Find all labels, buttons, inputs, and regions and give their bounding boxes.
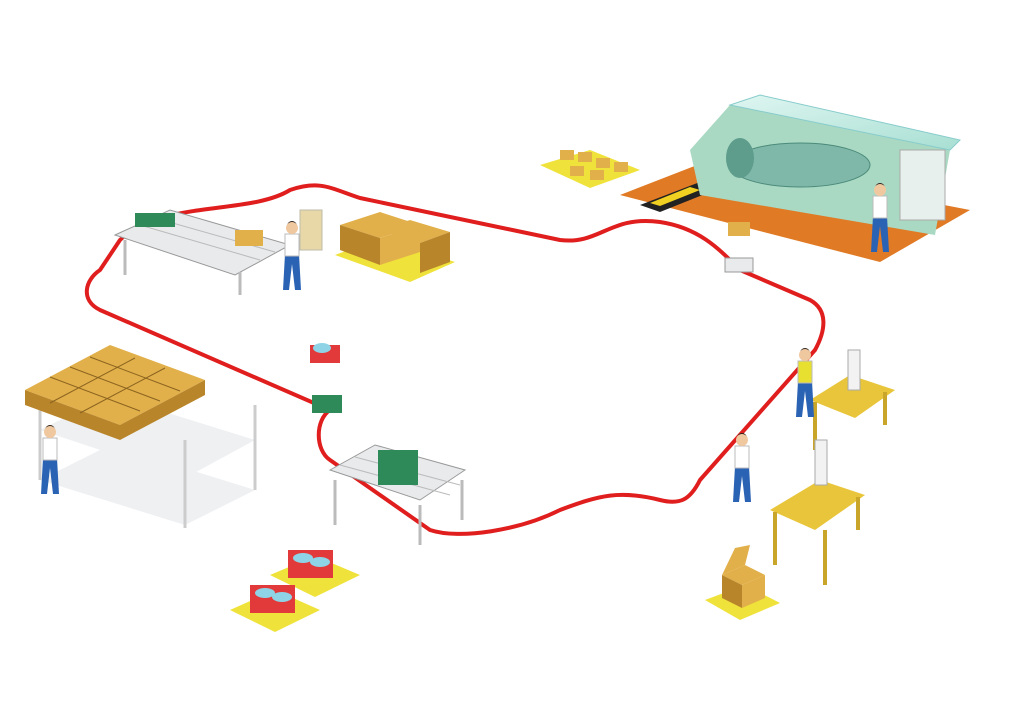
- agv-right: [724, 222, 754, 273]
- worker-desk-2: [733, 433, 751, 502]
- roller-conveyor: [113, 209, 292, 295]
- workers: [41, 183, 889, 502]
- worker-desk-1: [796, 348, 814, 417]
- worker-rack: [41, 425, 59, 494]
- box-pallets: [299, 209, 455, 282]
- open-box: [705, 545, 780, 620]
- crate-pallets: [230, 550, 360, 632]
- lathe-glass-hood: [728, 94, 961, 151]
- agv-track-loop: [84, 183, 826, 536]
- gantry-station: [328, 444, 467, 545]
- agv-left: [310, 343, 342, 413]
- pallet-stack-top: [540, 150, 640, 188]
- lathe-control-panel: [899, 149, 946, 221]
- worker-conveyor: [283, 221, 301, 290]
- lathe-machine: [620, 94, 970, 262]
- workstation-desks: [770, 349, 895, 585]
- storage-rack: [25, 345, 257, 528]
- conveyor-green-frame: [135, 213, 175, 227]
- worker-lathe: [871, 183, 889, 252]
